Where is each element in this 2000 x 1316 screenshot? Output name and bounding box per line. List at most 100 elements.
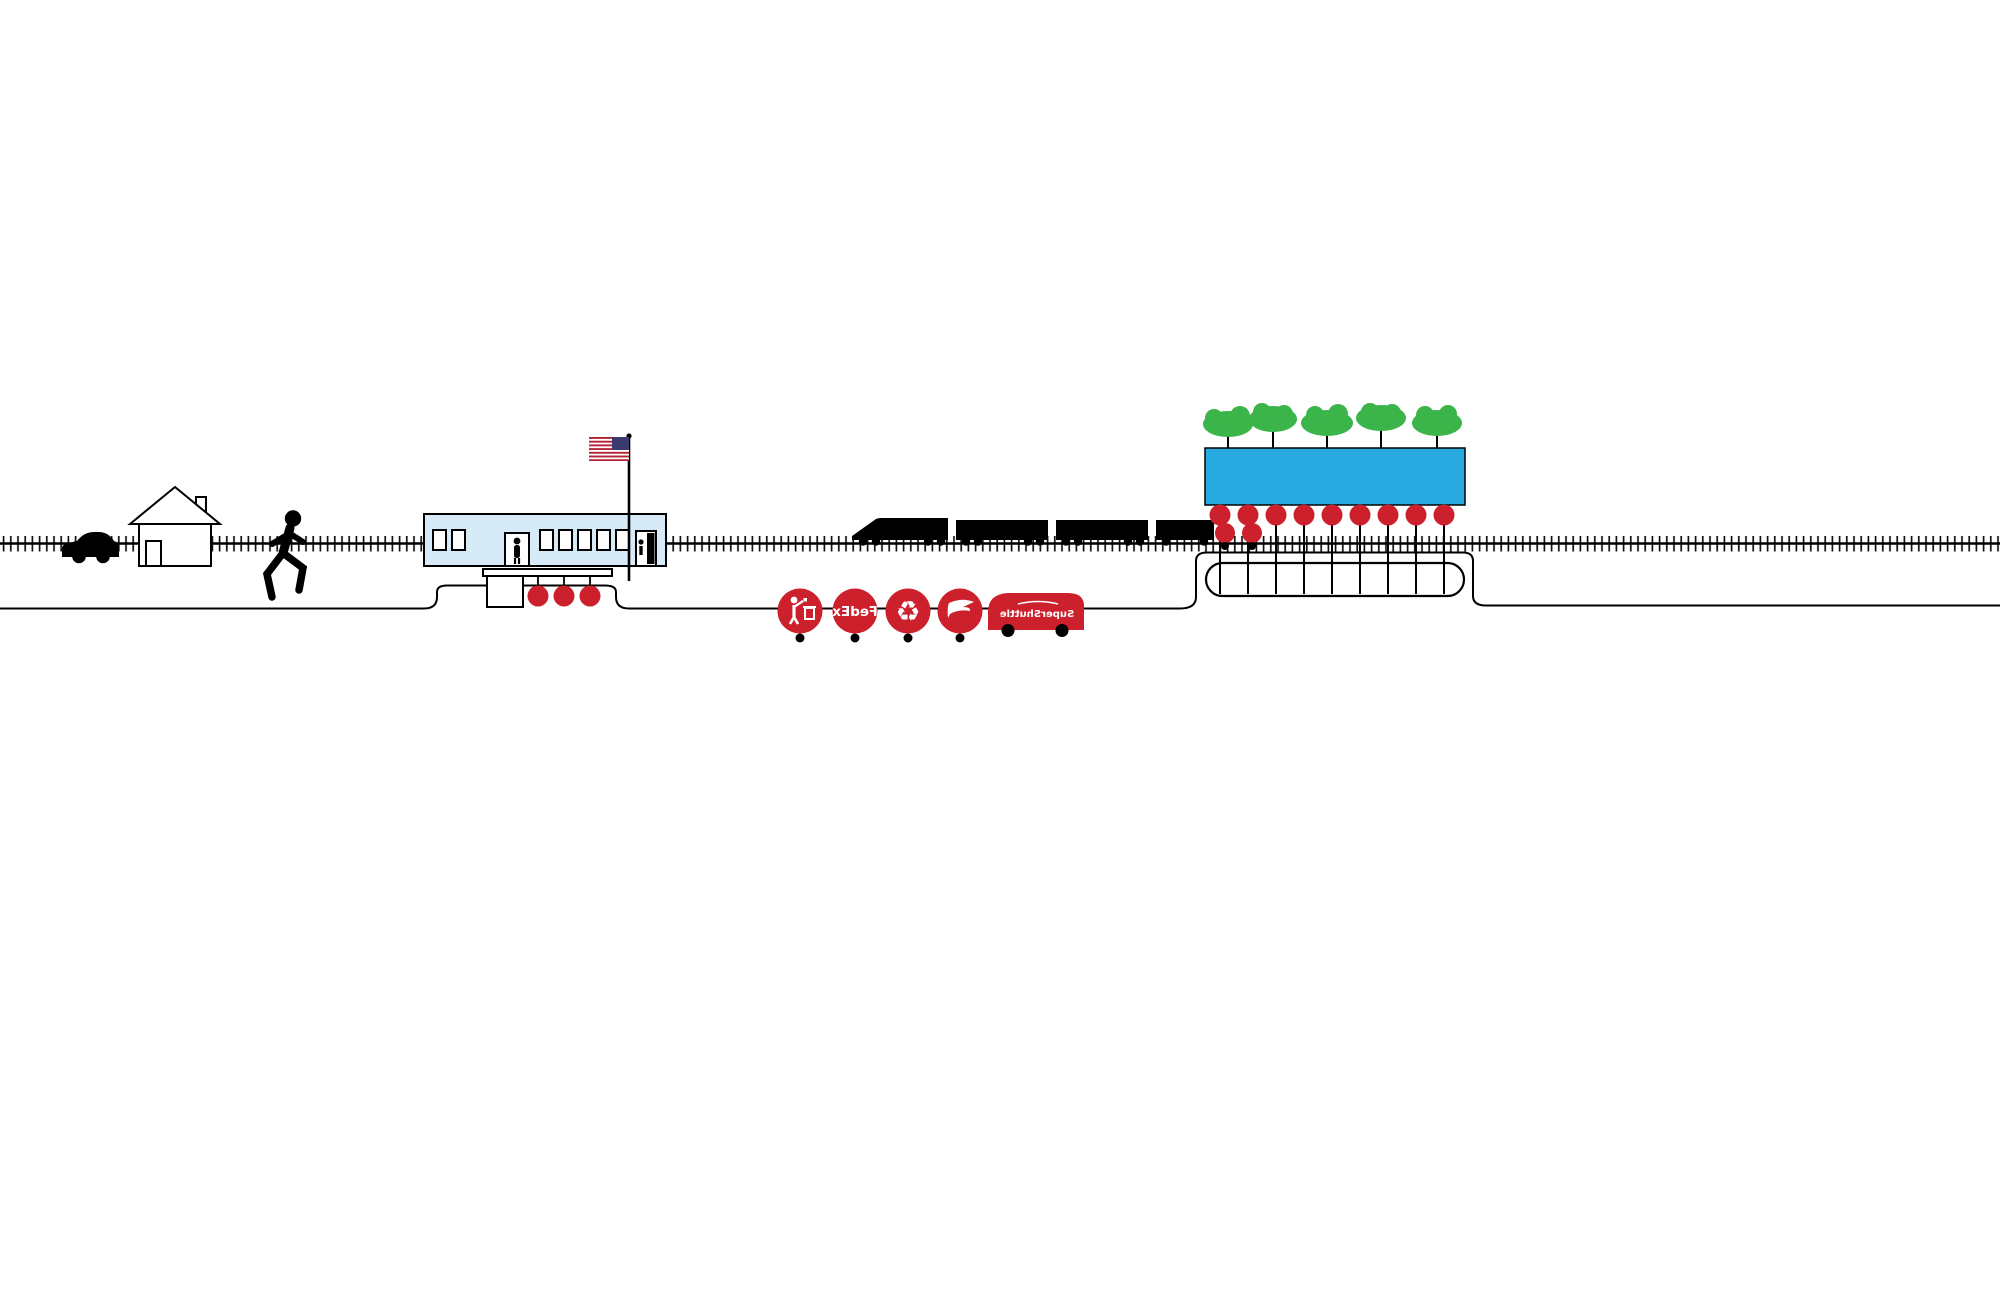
elevated-deck (1204, 447, 1466, 506)
train-icon (852, 518, 1214, 546)
tree-icon (1249, 403, 1297, 432)
flag-stripe (589, 450, 629, 452)
platform-bar (482, 568, 613, 577)
train-wheel (961, 537, 971, 546)
hanging-red-ball (579, 585, 601, 607)
train-car (852, 518, 948, 540)
service-wheel (955, 633, 965, 643)
flag-stripe (589, 457, 629, 460)
service-circle (885, 588, 931, 634)
school-building (423, 513, 667, 567)
exit-door-icon (635, 530, 657, 567)
supershuttle-van: SuperShuttle (988, 593, 1084, 637)
person-in-doorway-body (514, 545, 520, 558)
school-window (596, 529, 611, 551)
track-ball-vehicle (1242, 523, 1262, 543)
train-car (1156, 520, 1214, 540)
school-entrance (504, 532, 530, 567)
service-wheel (903, 633, 913, 643)
deck-hanging-balls (1209, 504, 1455, 526)
deck-hanging-ball (1237, 504, 1259, 526)
flag-stripe (589, 438, 629, 441)
car-icon (62, 532, 119, 564)
fedex-logo-text: FedEx (832, 604, 878, 620)
runner-arm (269, 532, 290, 547)
service-circle-litter (777, 588, 823, 643)
train-wheel (1161, 537, 1171, 546)
underground-tube (1204, 561, 1466, 598)
deck-hanging-ball (1349, 504, 1371, 526)
house-roof (127, 485, 223, 525)
track-ball-wheel (1221, 542, 1229, 550)
deck-hanging-ball (1209, 504, 1231, 526)
tree-icon (1412, 405, 1462, 436)
hanging-red-ball (553, 585, 575, 607)
service-icons-row: FedEx ♻ SuperShuttle (777, 588, 1084, 643)
deck-hanging-ball (1293, 504, 1315, 526)
flag-canton (612, 437, 629, 450)
service-wheel (795, 633, 805, 643)
exit-figure-head (638, 539, 644, 545)
school-window (558, 529, 573, 551)
car-body (62, 532, 119, 557)
service-circle-usps (937, 588, 983, 643)
train-wheel (858, 537, 868, 546)
platform-pedestal (486, 575, 524, 608)
train-car (1056, 520, 1148, 540)
person-in-doorway-icon (513, 537, 521, 545)
train-wheel (923, 537, 933, 546)
deck-hanging-ball (1433, 504, 1455, 526)
deck-trees (1203, 403, 1462, 448)
recycling-icon: ♻ (895, 595, 920, 628)
service-circle (832, 588, 878, 634)
school-window (451, 529, 466, 551)
litter-disposal-icon (788, 596, 816, 625)
train-wheel (1061, 537, 1071, 546)
flagpole (589, 433, 632, 581)
service-circle (937, 588, 983, 634)
tree-icon (1356, 403, 1406, 431)
runner-head (284, 510, 302, 527)
school-window (615, 529, 630, 551)
runner-leg (279, 549, 308, 594)
deck-hanging-ball (1321, 504, 1343, 526)
tree-icon (1301, 404, 1353, 436)
van-wheel (1001, 624, 1015, 637)
hanging-red-ball (527, 585, 549, 607)
runner-leg (262, 549, 287, 601)
deck-hanging-ball (1405, 504, 1427, 526)
van-body (988, 593, 1084, 630)
train-wheel (1035, 537, 1045, 546)
runner-icon (262, 510, 308, 601)
car-wheel (96, 549, 110, 564)
house-icon (127, 485, 223, 567)
train-wheel (1023, 537, 1033, 546)
service-circle-fedex: FedEx (832, 588, 878, 643)
station-platform (482, 568, 613, 608)
usps-eagle-icon (947, 599, 974, 618)
train-wheel (1135, 537, 1145, 546)
train-car (956, 520, 1048, 540)
service-circle-recycling: ♻ (885, 588, 931, 643)
van-wheel (1055, 624, 1069, 637)
school-window (432, 529, 447, 551)
supershuttle-swoosh (1017, 600, 1059, 605)
track-ball-wheel (1248, 542, 1256, 550)
supershuttle-label: SuperShuttle (1000, 609, 1075, 620)
flag-stripe (589, 442, 629, 445)
train-wheel (1073, 537, 1083, 546)
house-door (145, 540, 162, 567)
flag-stripe (589, 446, 629, 449)
us-flag-icon (589, 437, 629, 461)
school-window (539, 529, 554, 551)
flag-stripe (589, 453, 629, 456)
train-wheel (973, 537, 983, 546)
car-wheel (72, 549, 86, 564)
tree-icon (1203, 406, 1253, 437)
train-wheel (871, 537, 881, 546)
elevated-park-structure (1203, 403, 1466, 598)
train-wheel (1123, 537, 1133, 546)
runner-arm (286, 530, 306, 545)
